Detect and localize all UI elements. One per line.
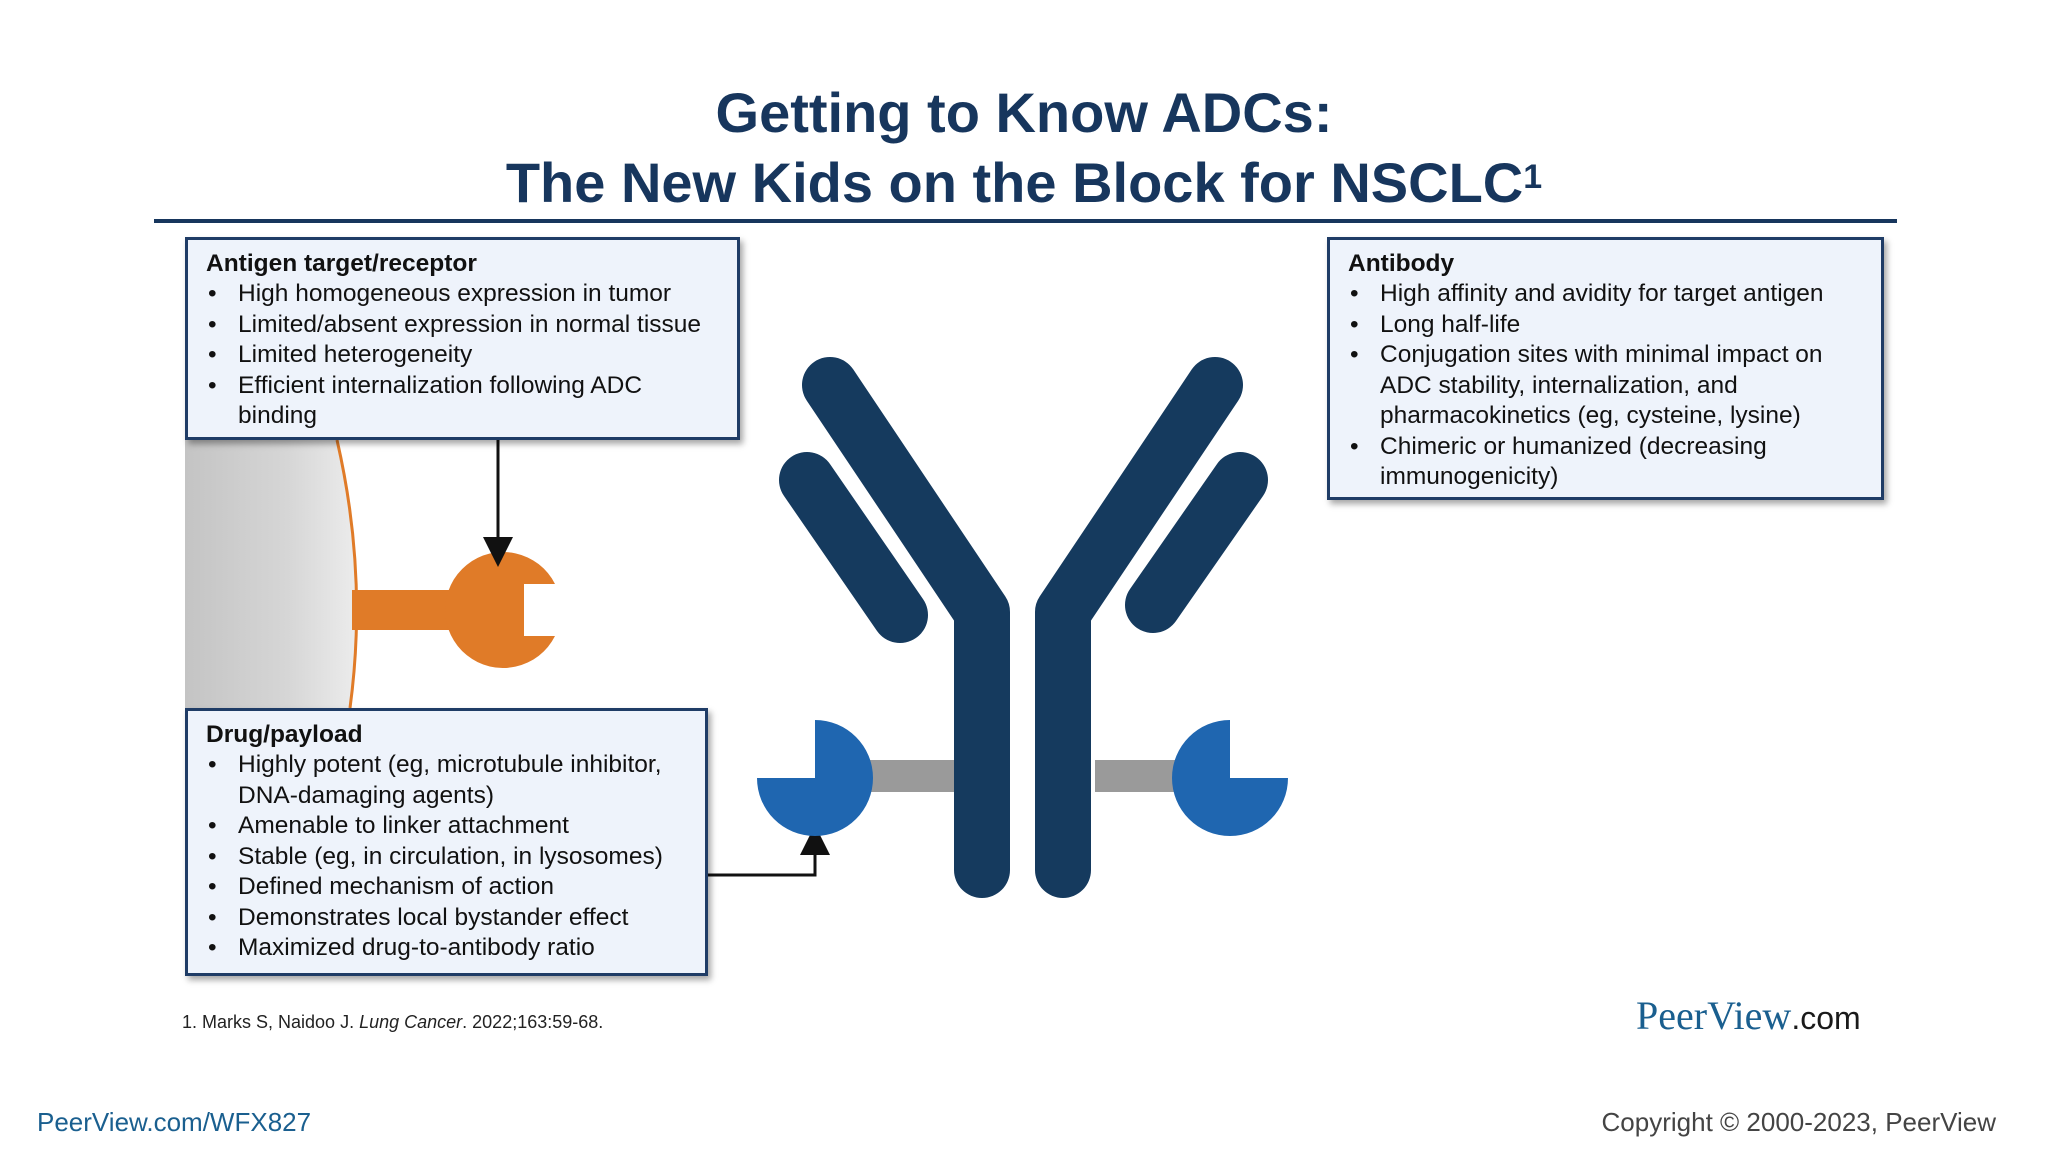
- antigen-list: High homogeneous expression in tumor Lim…: [206, 279, 719, 432]
- list-item: Amenable to linker attachment: [206, 811, 687, 842]
- list-item: Demonstrates local bystander effect: [206, 903, 687, 934]
- payload-right: [1172, 720, 1288, 836]
- antibody-list: High affinity and avidity for target ant…: [1348, 279, 1863, 493]
- antigen-receptor: [352, 552, 555, 668]
- list-item: Conjugation sites with minimal impact on…: [1348, 340, 1863, 432]
- title-divider: [154, 219, 1897, 223]
- citation-journal: Lung Cancer: [359, 1012, 463, 1032]
- logo-name: PeerView: [1636, 993, 1792, 1038]
- payload-arrow: [708, 825, 830, 877]
- tumor-cell: [185, 440, 357, 708]
- drug-list: Highly potent (eg, microtubule inhibitor…: [206, 750, 687, 964]
- antibody-heading: Antibody: [1348, 250, 1455, 277]
- list-item: Long half-life: [1348, 310, 1863, 341]
- list-item: High affinity and avidity for target ant…: [1348, 279, 1863, 310]
- list-item: Efficient internalization following ADC …: [206, 371, 719, 432]
- antibody-shape: [779, 357, 1268, 898]
- antigen-heading: Antigen target/receptor: [206, 250, 477, 277]
- citation-suffix: . 2022;163:59-68.: [462, 1012, 604, 1032]
- citation: 1. Marks S, Naidoo J. Lung Cancer. 2022;…: [182, 1012, 603, 1033]
- list-item: Maximized drug-to-antibody ratio: [206, 933, 687, 964]
- list-item: High homogeneous expression in tumor: [206, 279, 719, 310]
- linker-left: [858, 760, 958, 792]
- title-line-1: Getting to Know ADCs:: [715, 81, 1333, 144]
- citation-prefix: 1. Marks S, Naidoo J.: [182, 1012, 360, 1032]
- slide-title: Getting to Know ADCs: The New Kids on th…: [0, 78, 2048, 218]
- linker-right: [1095, 760, 1185, 792]
- logo-suffix: .com: [1791, 1000, 1861, 1036]
- list-item: Chimeric or humanized (decreasing immuno…: [1348, 432, 1863, 493]
- list-item: Highly potent (eg, microtubule inhibitor…: [206, 750, 687, 811]
- title-footnote-marker: 1: [1523, 158, 1543, 196]
- list-item: Defined mechanism of action: [206, 872, 687, 903]
- drug-info-box: Drug/payload Highly potent (eg, microtub…: [185, 708, 708, 976]
- list-item: Limited/absent expression in normal tiss…: [206, 310, 719, 341]
- list-item: Limited heterogeneity: [206, 340, 719, 371]
- drug-heading: Drug/payload: [206, 721, 363, 748]
- antibody-info-box: Antibody High affinity and avidity for t…: [1327, 237, 1884, 500]
- payload-left: [757, 720, 873, 836]
- title-line-2-text: The New Kids on the Block for NSCLC: [505, 151, 1524, 214]
- title-line-2: The New Kids on the Block for NSCLC1: [0, 148, 2048, 218]
- peerview-logo: PeerView.com: [1636, 992, 1861, 1039]
- footer-url-link[interactable]: PeerView.com/WFX827: [37, 1107, 312, 1137]
- copyright-text: Copyright © 2000-2023, PeerView: [1601, 1107, 1996, 1137]
- antigen-info-box: Antigen target/receptor High homogeneous…: [185, 237, 740, 440]
- list-item: Stable (eg, in circulation, in lysosomes…: [206, 842, 687, 873]
- cell-membrane: [335, 439, 359, 709]
